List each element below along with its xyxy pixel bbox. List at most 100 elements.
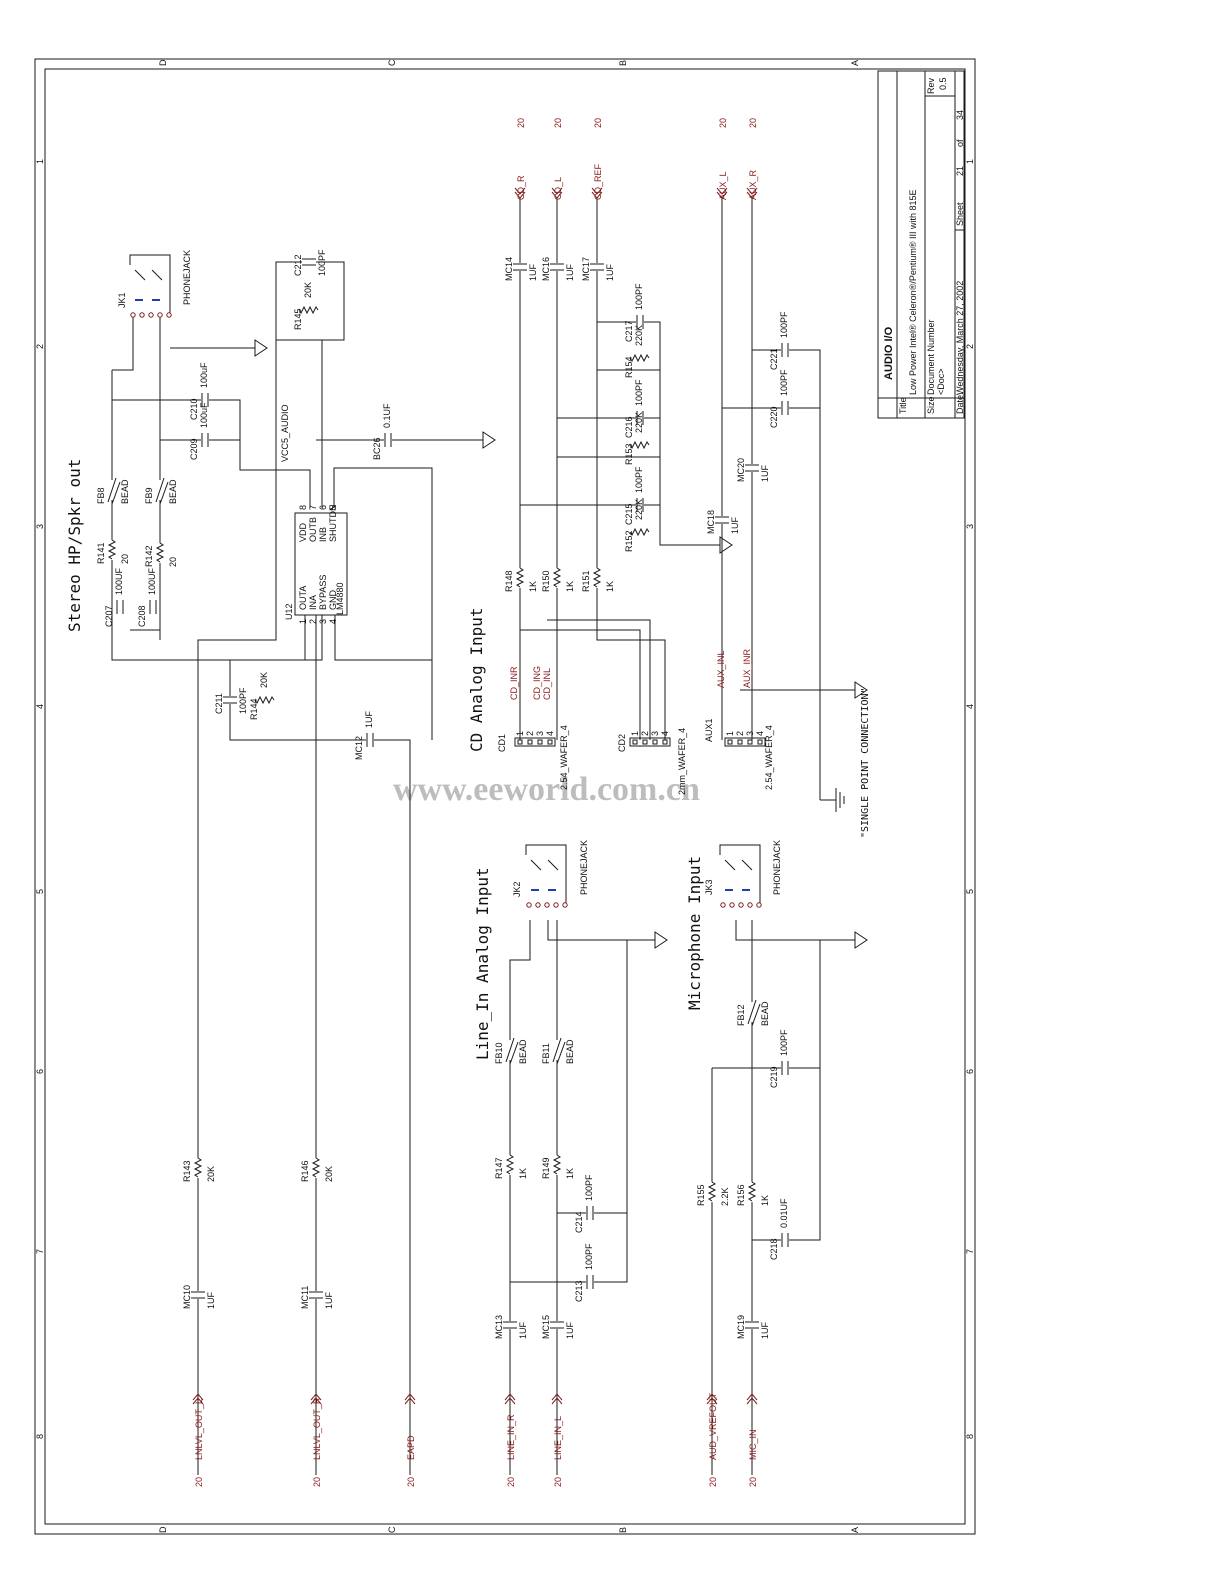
ref-c211: C211	[214, 693, 224, 714]
bead-fb10	[505, 1037, 519, 1065]
val-fb10: BEAD	[518, 1039, 528, 1064]
val-mc15: 1UF	[565, 1321, 575, 1339]
offpage-bottom-aud_vrefout	[706, 1393, 718, 1405]
bottom-port-sheet-6: 20	[708, 1477, 718, 1487]
resistor-r154	[629, 353, 650, 363]
capacitor-symbols	[116, 258, 789, 1329]
resistor-r150	[552, 567, 562, 588]
net-cd-inr: CD_INR	[509, 666, 519, 700]
val-r143: 20K	[206, 1166, 216, 1182]
drawing-frame	[34, 58, 976, 1535]
connector-aux1-pin-2: 2	[735, 731, 745, 736]
resistor-r149	[552, 1154, 562, 1175]
u12-pin-vdd: VDD	[298, 522, 308, 542]
capacitor-c209	[201, 433, 209, 447]
resistor-r143	[193, 1157, 203, 1178]
capacitor-mc20	[745, 464, 759, 472]
ref-r151: R151	[581, 570, 591, 592]
capacitor-c219	[781, 1061, 789, 1075]
ref-mc10: MC10	[182, 1285, 192, 1309]
border-row-right-5: 5	[965, 889, 975, 894]
ground-symbols	[240, 339, 868, 949]
phonejack-jk3	[719, 844, 762, 908]
cd2-ref: CD2	[617, 734, 627, 752]
border-col-top-B: B	[618, 60, 628, 66]
u12-ref: U12	[284, 603, 294, 620]
u12-pin-ina: INA	[308, 595, 318, 610]
val-mc12: 1UF	[364, 710, 374, 728]
bottom-port-name-lnlvl_out_r: LNLVL_OUT_R	[312, 1397, 322, 1460]
val-mc16: 1UF	[565, 263, 575, 281]
cd1-part: 2.54_WAFER_4	[559, 725, 569, 790]
val-fb12: BEAD	[760, 1001, 770, 1026]
val-r145: 20K	[303, 282, 313, 298]
ground-arrow-4	[840, 681, 868, 699]
earth-ground	[820, 788, 845, 812]
cd1-ref: CD1	[497, 734, 507, 752]
connector-cd2-pin-3: 3	[650, 731, 660, 736]
u12-pin-outb: OUTB	[308, 517, 318, 542]
resistor-r155	[707, 1181, 717, 1202]
connector-cd2-pin-4: 4	[660, 731, 670, 736]
resistor-r156	[747, 1181, 757, 1202]
section-title-stereo: Stereo HP/Spkr out	[65, 459, 84, 632]
ref-mc11: MC11	[300, 1286, 310, 1309]
title-block-sheet-label: Sheet	[955, 202, 965, 226]
resistor-r147	[505, 1154, 515, 1175]
border-row-left-8: 8	[35, 1434, 45, 1439]
val-mc14: 1UF	[528, 263, 538, 281]
net-cd-ing: CD_ING	[532, 666, 542, 700]
u12-num-8: 8	[298, 505, 308, 510]
val-c219: 100PF	[779, 1029, 789, 1056]
val-fb8: BEAD	[120, 479, 130, 504]
val-c210: 100uF	[199, 362, 209, 388]
ref-r153: R153	[624, 443, 634, 465]
val-c212: 100PF	[317, 249, 327, 276]
ground-arrow-6	[840, 931, 868, 949]
ref-r145: R145	[293, 308, 303, 330]
top-port-name-cd_l: CD_L	[553, 177, 563, 200]
offpage-connectors	[192, 187, 758, 1405]
val-mc20: 1UF	[760, 464, 770, 482]
val-bc26: 0.1UF	[382, 403, 392, 428]
val-fb9: BEAD	[168, 479, 178, 504]
u12-num-1: 1	[298, 619, 308, 624]
jk1-part: PHONEJACK	[182, 250, 192, 305]
ref-c218: C218	[769, 1238, 779, 1260]
ref-r146: R146	[300, 1160, 310, 1182]
capacitor-c217	[636, 315, 644, 329]
bottom-port-name-lnlvl_out_l: LNLVL_OUT_L	[194, 1399, 204, 1460]
top-port-sheet-2: 20	[553, 118, 563, 128]
offpage-bottom-line_in_l	[551, 1393, 563, 1405]
offpage-bottom-mic_in	[746, 1393, 758, 1405]
ref-fb8: FB8	[96, 487, 106, 504]
val-mc10: 1UF	[206, 1291, 216, 1309]
capacitor-c213	[586, 1275, 594, 1289]
resistor-r141	[107, 539, 117, 560]
capacitor-c221	[781, 343, 789, 357]
bottom-port-sheet-4: 20	[506, 1477, 516, 1487]
vcc5-audio-net: VCC5_AUDIO	[280, 404, 290, 462]
wires-stereo	[111, 261, 468, 1475]
u12-num-7: 7	[308, 505, 318, 510]
capacitor-mc18	[715, 516, 729, 524]
val-r141: 20	[120, 554, 130, 564]
val-c218: 0.01UF	[779, 1198, 789, 1228]
ref-c209: C209	[189, 438, 199, 460]
val-r146: 20K	[324, 1166, 334, 1182]
ref-c208: C208	[137, 605, 147, 627]
ref-fb11: FB11	[541, 1043, 551, 1064]
ref-r147: R147	[494, 1157, 504, 1179]
title-block-title: AUDIO I/O	[883, 326, 895, 380]
val-fb11: BEAD	[565, 1039, 575, 1064]
ref-r141: R141	[96, 542, 106, 564]
offpage-top-cd_r	[514, 187, 526, 199]
ref-c212: C212	[293, 254, 303, 276]
connector-cd1-pin-2: 2	[525, 731, 535, 736]
jk3-part: PHONEJACK	[772, 840, 782, 895]
val-r142: 20	[168, 557, 178, 567]
val-c221: 100PF	[779, 311, 789, 338]
resistor-r144	[254, 695, 275, 705]
